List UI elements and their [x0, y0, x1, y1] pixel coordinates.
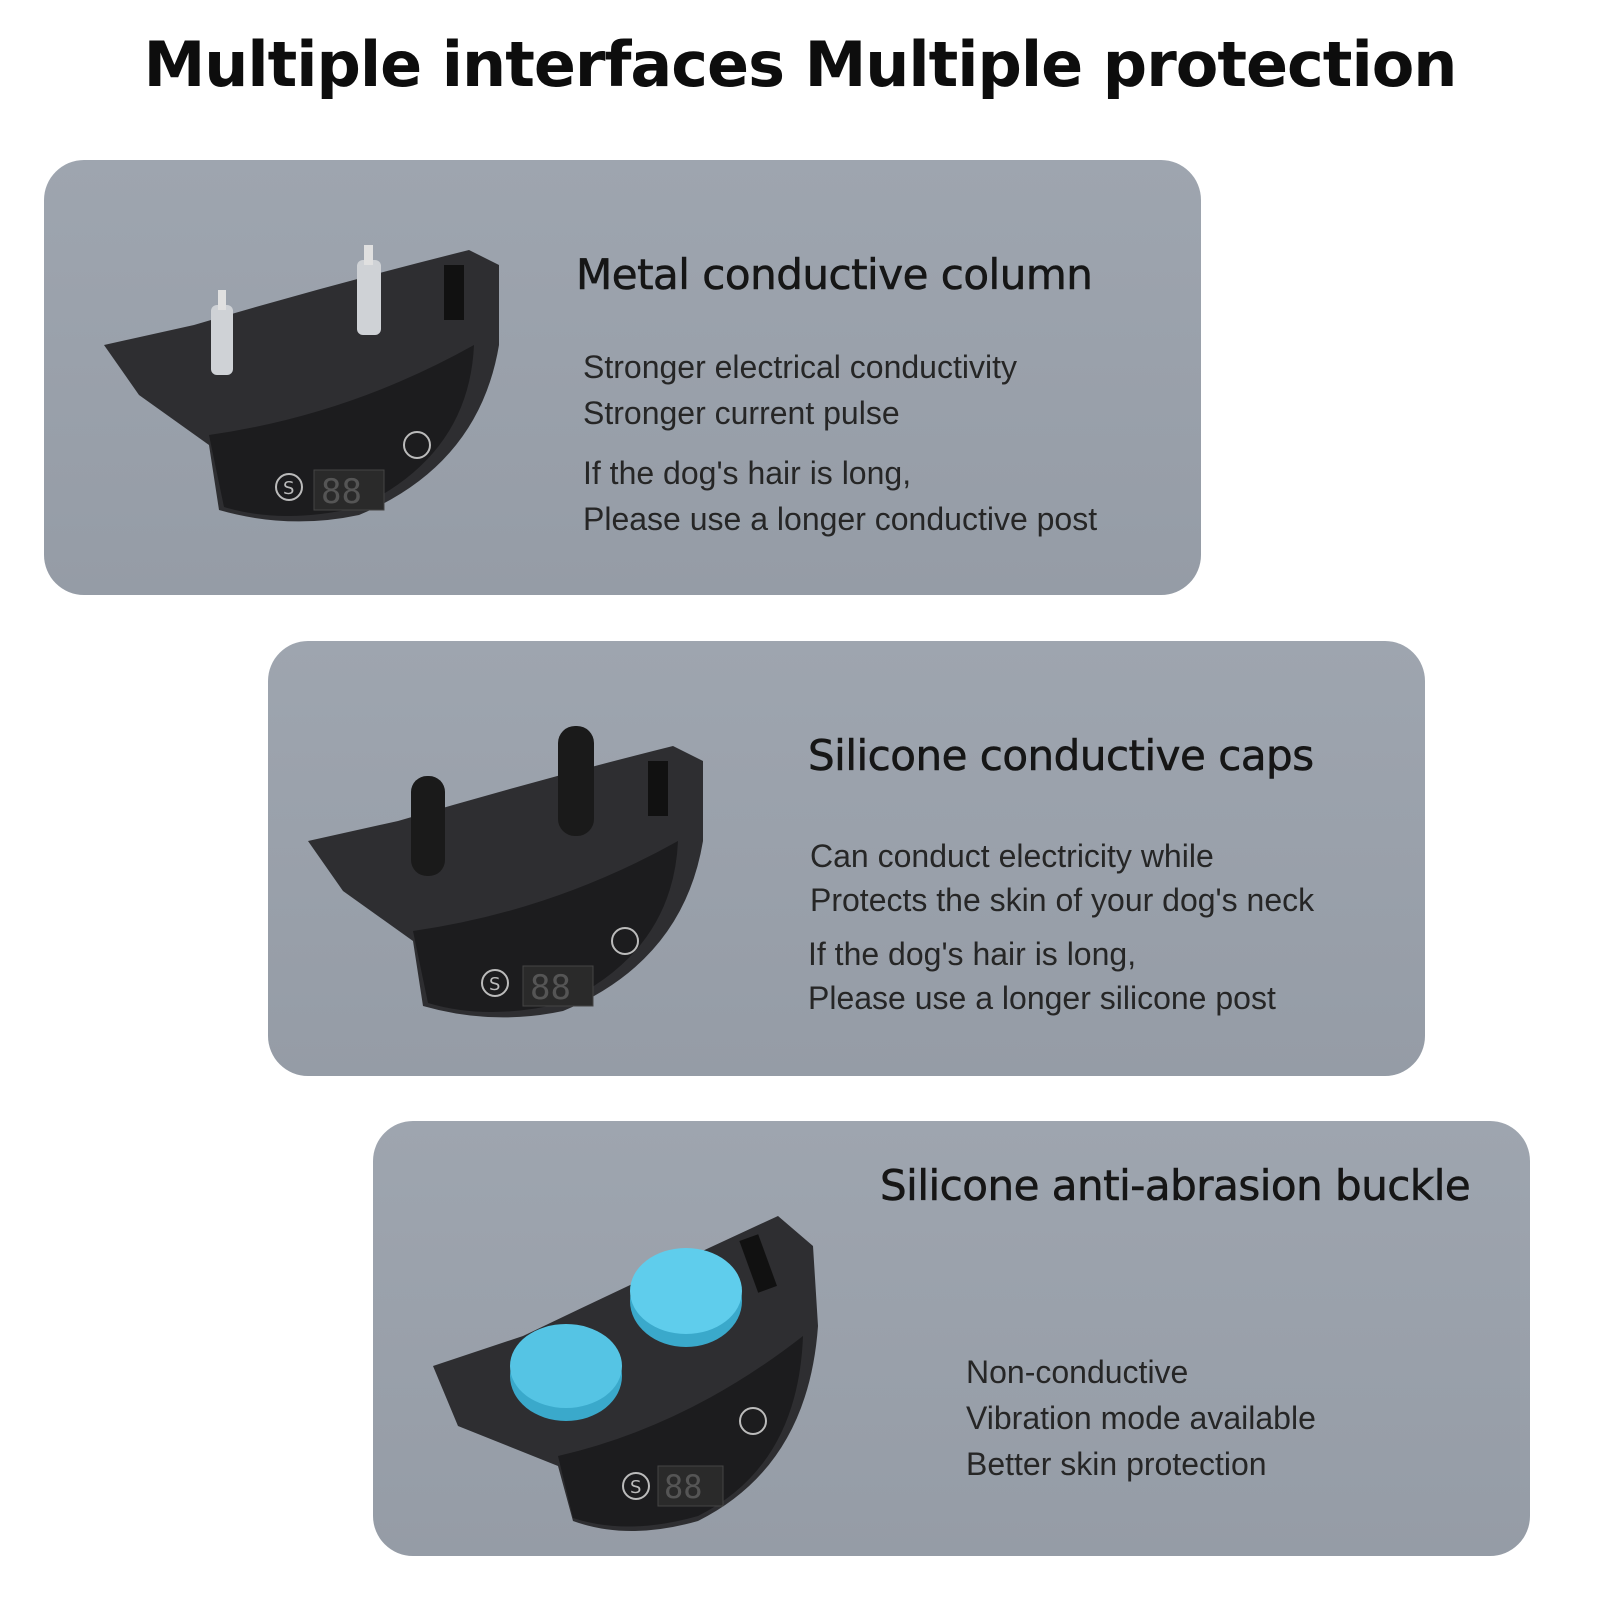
section-line: Stronger current pulse: [583, 395, 900, 431]
section-heading: Metal conductive column: [576, 250, 1093, 300]
collar-receiver-metal-prongs-image: 88 S: [104, 245, 499, 522]
svg-text:S: S: [283, 478, 294, 499]
collar-receiver-blue-buttons-image: 88 S: [433, 1216, 818, 1531]
svg-text:88: 88: [321, 472, 362, 512]
section-note: Please use a longer silicone post: [808, 980, 1276, 1016]
section-line: Vibration mode available: [966, 1400, 1316, 1436]
collar-receiver-silicone-caps-image: 88 S: [308, 726, 703, 1018]
section-heading: Silicone conductive caps: [808, 731, 1315, 781]
section-note: Please use a longer conductive post: [583, 501, 1098, 537]
section-heading: Silicone anti-abrasion buckle: [880, 1161, 1471, 1211]
section-line: Can conduct electricity while: [810, 838, 1214, 874]
section-line: Better skin protection: [966, 1446, 1267, 1482]
section-metal-column: 88 S Metal conductive column Stronger el…: [44, 160, 1201, 595]
page-title: Multiple interfaces Multiple protection: [143, 28, 1458, 101]
svg-text:88: 88: [530, 968, 571, 1008]
section-anti-abrasion-buckle: 88 S Silicone anti-abrasion buckle Non-c…: [373, 1121, 1530, 1556]
svg-text:S: S: [630, 1477, 641, 1498]
section-silicone-caps: 88 S Silicone conductive caps Can conduc…: [268, 641, 1425, 1076]
svg-text:88: 88: [664, 1468, 703, 1506]
svg-text:S: S: [489, 974, 500, 995]
section-note: If the dog's hair is long,: [808, 936, 1137, 972]
section-line: Stronger electrical conductivity: [583, 349, 1017, 385]
section-line: Protects the skin of your dog's neck: [810, 882, 1315, 918]
section-note: If the dog's hair is long,: [583, 455, 912, 491]
section-line: Non-conductive: [966, 1354, 1189, 1390]
